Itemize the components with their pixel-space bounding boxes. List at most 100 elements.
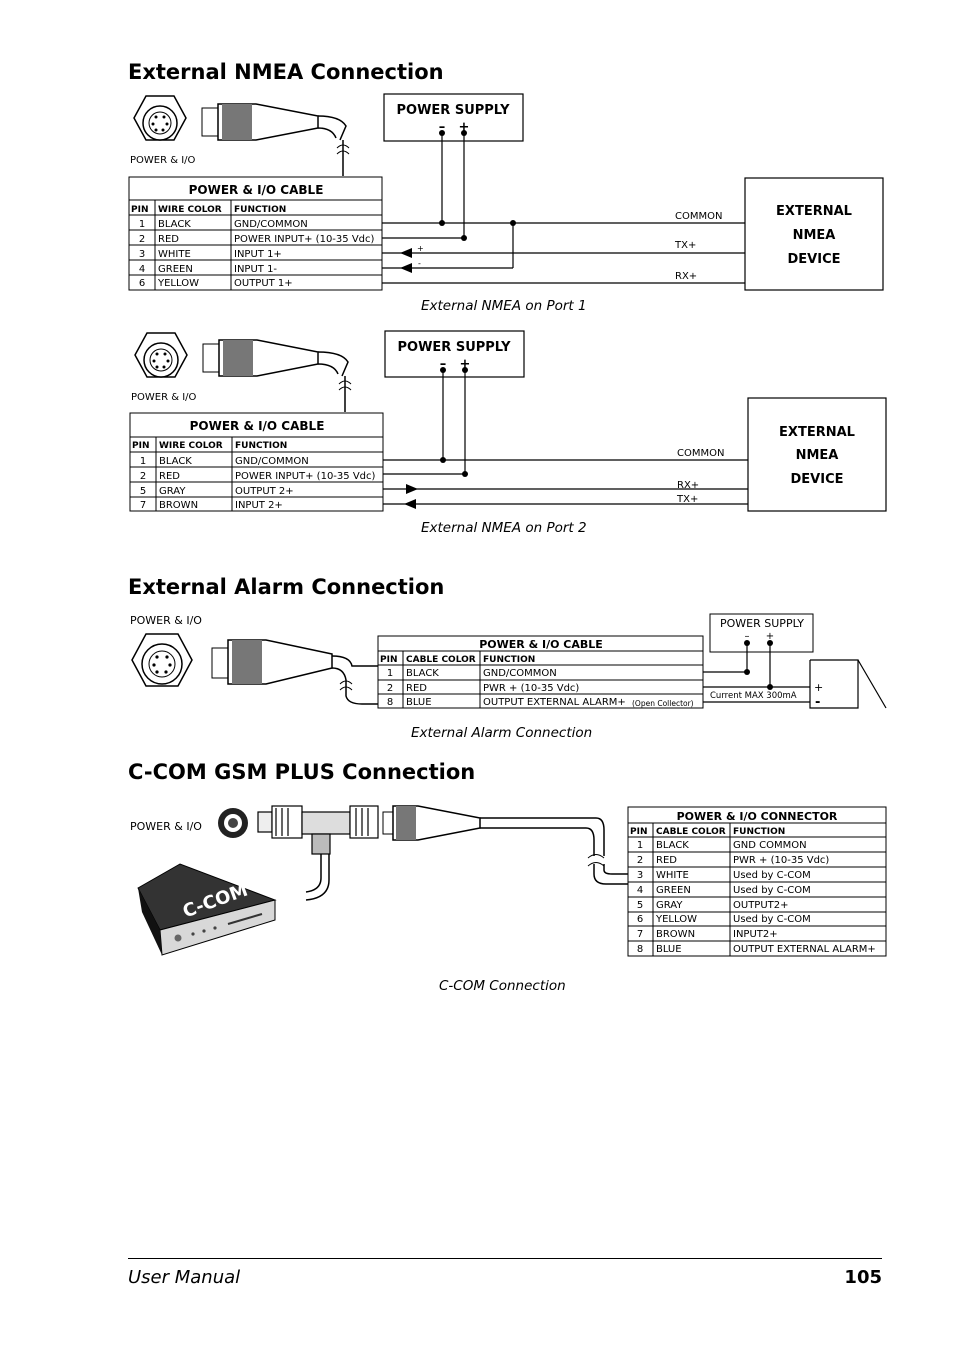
power-io-label: POWER & I/O <box>131 392 197 403</box>
svg-text:6: 6 <box>637 914 643 925</box>
caption-port1: External NMEA on Port 1 <box>421 298 587 314</box>
common-wire-label: COMMON <box>677 448 724 459</box>
svg-text:BLACK: BLACK <box>159 456 192 467</box>
row-pin: 3 <box>139 249 145 260</box>
row-pin: 1 <box>139 219 145 230</box>
svg-text:WHITE: WHITE <box>656 870 689 881</box>
t-adapter-icon <box>257 805 379 855</box>
svg-text:BLACK: BLACK <box>406 668 439 679</box>
cable-table-port1: POWER & I/O CABLE PIN WIRE COLOR FUNCTIO… <box>128 176 383 291</box>
svg-text:3: 3 <box>637 870 643 881</box>
svg-text:+: + <box>766 631 774 642</box>
section-title-ccom: C-COM GSM PLUS Connection <box>128 760 476 784</box>
svg-text:2: 2 <box>387 683 393 694</box>
svg-text:Used by C-COM: Used by C-COM <box>733 885 811 896</box>
svg-text:PIN: PIN <box>132 441 149 451</box>
power-supply-box: POWER SUPPLY – + <box>709 613 814 653</box>
row-function: OUTPUT 1+ <box>234 278 293 289</box>
svg-text:DEVICE: DEVICE <box>788 252 841 267</box>
cable-plug-icon <box>202 339 352 412</box>
svg-text:8: 8 <box>387 697 393 708</box>
svg-text:OUTPUT EXTERNAL ALARM+: OUTPUT EXTERNAL ALARM+ <box>483 697 626 708</box>
row-function: INPUT 1- <box>234 264 277 275</box>
svg-text:GND COMMON: GND COMMON <box>733 840 807 851</box>
row-function: GND/COMMON <box>234 219 308 230</box>
svg-text:2: 2 <box>140 471 146 482</box>
svg-text:-: - <box>815 695 820 710</box>
power-io-label: POWER & I/O <box>130 614 202 627</box>
pin-header: PIN <box>131 205 148 215</box>
tx-wire-label: TX+ <box>676 494 698 505</box>
svg-text:Used by C-COM: Used by C-COM <box>733 870 811 881</box>
svg-text:BROWN: BROWN <box>159 500 198 511</box>
svg-text:1: 1 <box>387 668 393 679</box>
footer-title: User Manual <box>128 1267 241 1288</box>
current-label: Current MAX 300mA <box>710 691 797 701</box>
row-pin: 6 <box>139 278 145 289</box>
svg-text:POWER INPUT+ (10-35 Vdc): POWER INPUT+ (10-35 Vdc) <box>235 471 376 482</box>
wire-color-header: WIRE COLOR <box>158 205 222 215</box>
svg-text:POWER & I/O CABLE: POWER & I/O CABLE <box>190 419 325 433</box>
svg-text:OUTPUT2+: OUTPUT2+ <box>733 900 789 911</box>
svg-text:BLACK: BLACK <box>656 840 689 851</box>
svg-text:FUNCTION: FUNCTION <box>235 441 287 451</box>
svg-text:OUTPUT 2+: OUTPUT 2+ <box>235 486 294 497</box>
svg-text:PWR + (10-35 Vdc): PWR + (10-35 Vdc) <box>483 683 579 694</box>
common-wire-label: COMMON <box>675 211 722 222</box>
row-color: RED <box>158 234 179 245</box>
tx-wire-label: TX+ <box>674 240 696 251</box>
row-color: GREEN <box>158 264 193 275</box>
cable-table-alarm: POWER & I/O CABLE PIN CABLE COLOR FUNCTI… <box>377 635 704 709</box>
row-pin: 4 <box>139 264 145 275</box>
cable-table-title: POWER & I/O CABLE <box>189 183 324 197</box>
round-connector-icon <box>131 633 193 687</box>
function-header: FUNCTION <box>234 205 286 215</box>
svg-text:PIN: PIN <box>380 655 397 665</box>
input-minus-mark: - <box>418 259 421 268</box>
svg-text:POWER & I/O CABLE: POWER & I/O CABLE <box>479 638 603 651</box>
round-connector-icon <box>218 808 248 838</box>
round-connector-icon <box>133 95 187 141</box>
external-nmea-device: EXTERNAL NMEA DEVICE <box>747 397 887 512</box>
svg-text:Used by C-COM: Used by C-COM <box>733 914 811 925</box>
row-color: WHITE <box>158 249 191 260</box>
section-title-alarm: External Alarm Connection <box>128 575 445 599</box>
svg-text:CABLE COLOR: CABLE COLOR <box>406 655 476 665</box>
power-supply-box: POWER SUPPLY – + <box>384 330 525 378</box>
nmea-port2-diagram: POWER & I/O POWER & I/O CABLE PIN WIRE C… <box>129 330 887 512</box>
svg-text:7: 7 <box>140 500 146 511</box>
svg-text:5: 5 <box>140 486 146 497</box>
round-connector-icon <box>134 332 188 378</box>
svg-text:–: – <box>440 357 447 372</box>
svg-text:INPUT2+: INPUT2+ <box>733 929 778 940</box>
svg-text:CABLE COLOR: CABLE COLOR <box>656 827 726 837</box>
svg-text:–: – <box>745 631 750 642</box>
rx-wire-label: RX+ <box>677 480 699 491</box>
svg-text:WIRE COLOR: WIRE COLOR <box>159 441 223 451</box>
input-plus-mark: + <box>417 244 424 253</box>
svg-text:5: 5 <box>637 900 643 911</box>
row-function: INPUT 1+ <box>234 249 282 260</box>
svg-text:1: 1 <box>140 456 146 467</box>
nmea-port1-diagram: POWER & I/O POWER & I/O CABLE PIN WIRE C… <box>128 93 884 291</box>
caption-ccom: C-COM Connection <box>439 978 566 994</box>
open-collector-note: (Open Collector) <box>632 699 694 708</box>
svg-text:1: 1 <box>637 840 643 851</box>
cable-plug-icon <box>201 103 350 176</box>
svg-text:FUNCTION: FUNCTION <box>733 827 785 837</box>
svg-text:DEVICE: DEVICE <box>791 472 844 487</box>
minus-label: – <box>439 120 446 135</box>
svg-text:NMEA: NMEA <box>796 448 839 463</box>
svg-text:OUTPUT EXTERNAL ALARM+: OUTPUT EXTERNAL ALARM+ <box>733 944 876 955</box>
plus-label: + <box>459 120 470 135</box>
row-color: BLACK <box>158 219 191 230</box>
svg-text:BLUE: BLUE <box>406 697 432 708</box>
svg-text:NMEA: NMEA <box>793 228 836 243</box>
svg-text:GND/COMMON: GND/COMMON <box>235 456 309 467</box>
svg-text:GRAY: GRAY <box>159 486 186 497</box>
power-supply-box: POWER SUPPLY – + <box>383 93 524 142</box>
svg-text:POWER SUPPLY: POWER SUPPLY <box>398 340 512 355</box>
footer-rule <box>128 1258 882 1259</box>
power-supply-label: POWER SUPPLY <box>397 103 511 118</box>
svg-text:GREEN: GREEN <box>656 885 691 896</box>
